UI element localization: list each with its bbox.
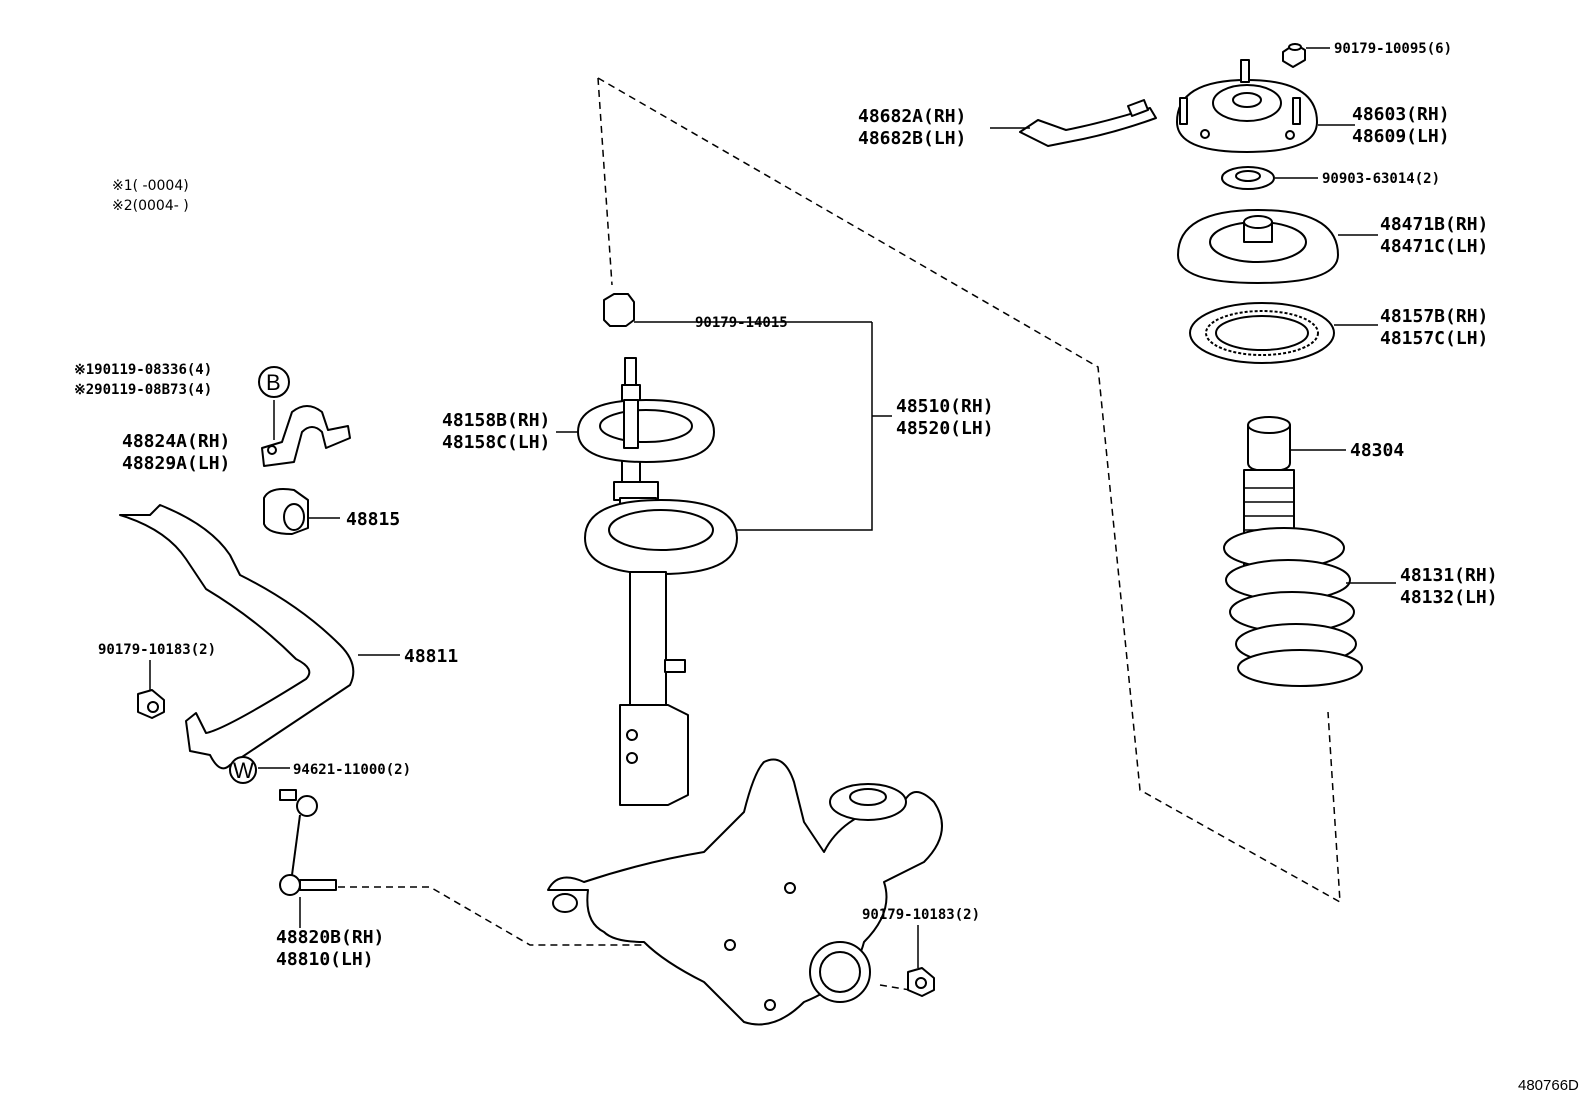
label-48682a: 48682A(RH)	[858, 106, 966, 127]
callout-b-circle	[258, 366, 290, 398]
stabilizer-link-48820	[229, 756, 337, 928]
nut-90179-10183-right	[907, 925, 935, 997]
label-48520: 48520(LH)	[896, 418, 994, 439]
label-48810: 48810(LH)	[276, 949, 374, 970]
nut-90179-14015	[603, 293, 892, 531]
note-2: ※2(0004- )	[112, 198, 189, 214]
label-90903-63014: 90903-63014(2)	[1322, 171, 1440, 187]
bearing-90903-63014	[1221, 166, 1318, 190]
label-48157b: 48157B(RH)	[1380, 306, 1488, 327]
label-90179-10183-left: 90179-10183(2)	[98, 642, 216, 658]
shock-absorber-48510	[584, 357, 738, 806]
label-48820b: 48820B(RH)	[276, 927, 384, 948]
note-1: ※1( -0004)	[112, 178, 189, 194]
label-90179-10095: 90179-10095(6)	[1334, 41, 1452, 57]
bracket-48682	[990, 99, 1157, 147]
label-48157c: 48157C(LH)	[1380, 328, 1488, 349]
stabilizer-bar-48811	[119, 504, 400, 770]
label-90179-10183-right: 90179-10183(2)	[862, 907, 980, 923]
label-48815: 48815	[346, 509, 400, 530]
label-48158b: 48158B(RH)	[442, 410, 550, 431]
label-48132: 48132(LH)	[1400, 587, 1498, 608]
upper-spring-seat-48471	[1177, 209, 1378, 284]
label-48131: 48131(RH)	[1400, 565, 1498, 586]
bush-bracket-48824	[261, 400, 351, 467]
label-48471b: 48471B(RH)	[1380, 214, 1488, 235]
nut-90179-10183-left	[137, 660, 165, 719]
label-48304: 48304	[1350, 440, 1404, 461]
spring-insulator-48157	[1189, 302, 1378, 364]
stabilizer-bush-48815	[263, 488, 340, 535]
spring-seat-48158	[556, 399, 715, 463]
label-90119-08b73: ※290119-08B73(4)	[74, 382, 212, 398]
steering-knuckle	[547, 758, 943, 1026]
label-90119-08336: ※190119-08336(4)	[74, 362, 212, 378]
nut-90179-10095	[1282, 43, 1330, 68]
diagram-code: 480766D	[1518, 1077, 1579, 1094]
dashed-guides	[338, 77, 1341, 991]
label-48811: 48811	[404, 646, 458, 667]
label-48510: 48510(RH)	[896, 396, 994, 417]
label-48824a: 48824A(RH)	[122, 431, 230, 452]
label-48609: 48609(LH)	[1352, 126, 1450, 147]
callout-b-label: B	[266, 370, 281, 395]
label-48603: 48603(RH)	[1352, 104, 1450, 125]
label-90179-14015: 90179-14015	[695, 315, 788, 331]
label-48829a: 48829A(LH)	[122, 453, 230, 474]
label-48158c: 48158C(LH)	[442, 432, 550, 453]
label-48471c: 48471C(LH)	[1380, 236, 1488, 257]
callout-w-label: W	[233, 758, 254, 783]
label-94621-11000: 94621-11000(2)	[293, 762, 411, 778]
coil-spring-48131	[1223, 527, 1396, 687]
label-48682b: 48682B(LH)	[858, 128, 966, 149]
strut-mount-48603	[1176, 59, 1355, 153]
